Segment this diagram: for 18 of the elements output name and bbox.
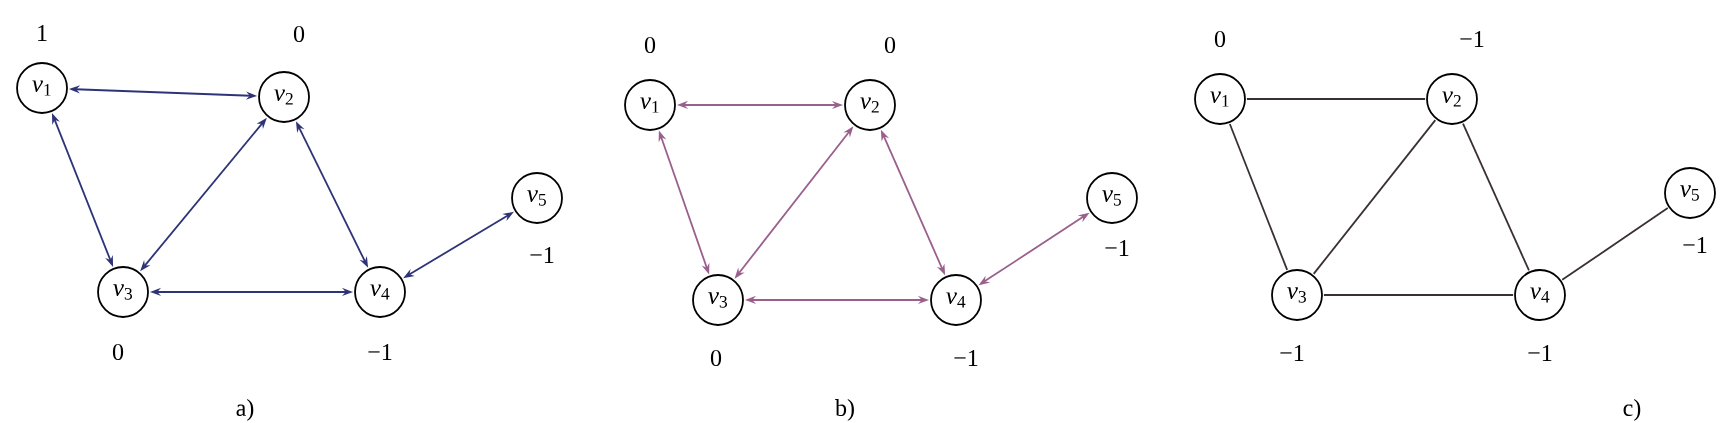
vertex-value: 0 [884, 36, 896, 54]
vertex-value: 1 [38, 25, 47, 41]
panel-caption: b) [835, 399, 854, 421]
vertex-value: −1 [530, 247, 554, 263]
vertex-value: 0 [710, 349, 722, 367]
vertex-value: 0 [293, 25, 305, 43]
panel-caption: a) [236, 399, 254, 421]
vertex-value: −1 [1460, 31, 1484, 47]
vertex-value: −1 [954, 350, 978, 366]
vertex-value: −1 [1105, 240, 1129, 256]
vertex-value: 0 [644, 36, 656, 54]
vertex-value: −1 [368, 344, 392, 360]
vertex-value: −1 [1683, 237, 1707, 253]
vertex-value: 0 [112, 343, 124, 361]
vertex-value: −1 [1280, 345, 1304, 361]
vertex-value: 0 [1214, 30, 1226, 48]
panel-caption: c) [1623, 399, 1641, 421]
vertex-value: −1 [1528, 345, 1552, 361]
